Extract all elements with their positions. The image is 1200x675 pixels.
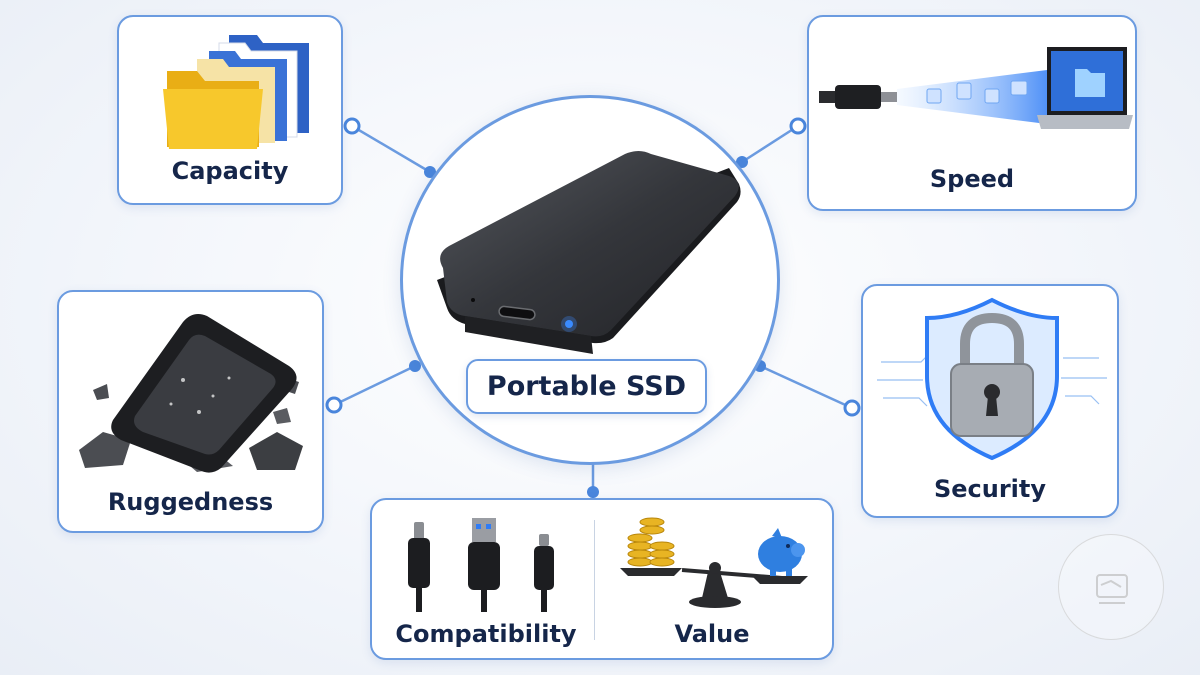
- portable-ssd-drive-icon: [437, 151, 741, 354]
- value-label: Value: [674, 620, 750, 648]
- security-label: Security: [933, 475, 1047, 503]
- compatibility-value-card: Compatibility Value: [370, 498, 834, 660]
- connector-node: [587, 486, 599, 498]
- ruggedness-label: Ruggedness: [107, 488, 274, 516]
- compatibility-label: Compatibility: [395, 620, 577, 648]
- padlock-shield-icon: [877, 297, 1107, 461]
- center-label: Portable SSD: [466, 359, 707, 414]
- file-folders-icon: [163, 35, 309, 149]
- watermark-seal: [1058, 534, 1164, 640]
- usb-connectors-icon: [408, 518, 554, 612]
- cable-to-laptop-data-transfer-icon: [819, 47, 1133, 129]
- watermark-icon: [1096, 574, 1128, 604]
- security-card: Security: [861, 284, 1119, 518]
- speed-card: Speed: [807, 15, 1137, 211]
- connector-node: [325, 396, 343, 414]
- capacity-label: Capacity: [171, 157, 289, 185]
- capacity-card: Capacity: [117, 15, 343, 205]
- balance-scale-coins-piggy-bank-icon: [620, 517, 808, 608]
- connector-node: [343, 117, 361, 135]
- rugged-drive-on-rocks-icon: [79, 314, 303, 473]
- connector-node: [789, 117, 807, 135]
- connector-node: [843, 399, 861, 417]
- ruggedness-card: Ruggedness: [57, 290, 324, 533]
- connector-node: [409, 360, 421, 372]
- speed-label: Speed: [929, 165, 1015, 193]
- card-divider: [594, 520, 595, 640]
